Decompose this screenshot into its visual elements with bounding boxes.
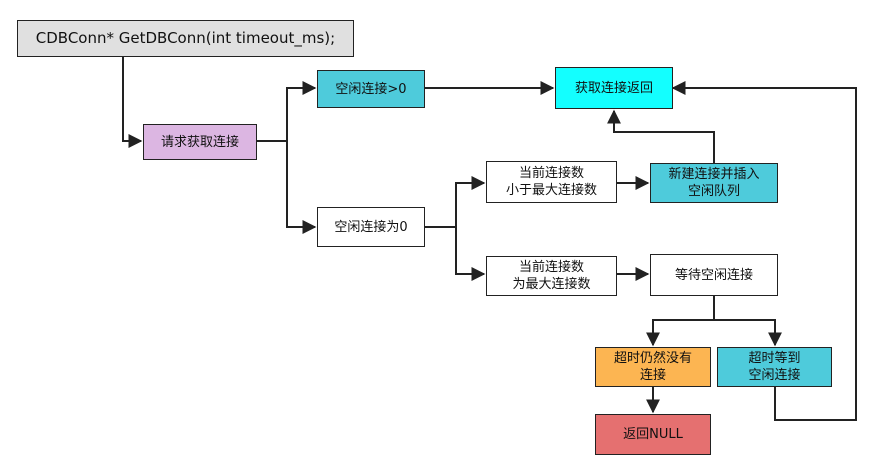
edge-idle-eq0-to-cur-lt-max — [425, 176, 486, 228]
wait-idle-node: 等待空闲连接 — [650, 254, 778, 296]
get-connection-return-node: 获取连接返回 — [555, 67, 673, 109]
signature-node: CDBConn* GetDBConn(int timeout_ms); — [17, 20, 354, 57]
edge-wait-to-timeout-none — [646, 296, 715, 347]
return-null-node: 返回NULL — [595, 414, 711, 455]
new-connection-insert-node: 新建连接并插入 空闲队列 — [650, 163, 778, 203]
timeout-no-connection-node: 超时仍然没有 连接 — [595, 347, 711, 387]
edge-wait-to-timeout-got — [714, 319, 782, 347]
idle-eq-zero-node: 空闲连接为0 — [317, 207, 425, 247]
timeout-got-idle-node: 超时等到 空闲连接 — [717, 347, 832, 387]
request-connection-node: 请求获取连接 — [143, 124, 257, 160]
edge-signature-to-request — [122, 57, 143, 148]
idle-gt-zero-node: 空闲连接>0 — [317, 70, 425, 108]
edge-idle-eq0-to-cur-eq-max — [455, 227, 486, 281]
edge-request-to-idle-eq0 — [286, 141, 317, 234]
edge-new-insert-to-get-return — [607, 109, 715, 163]
current-eq-max-node: 当前连接数 为最大连接数 — [486, 256, 617, 296]
edge-timeout-got-to-get-return — [671, 81, 857, 421]
edge-request-to-idle-gt0 — [257, 81, 317, 142]
current-lt-max-node: 当前连接数 小于最大连接数 — [486, 161, 617, 203]
